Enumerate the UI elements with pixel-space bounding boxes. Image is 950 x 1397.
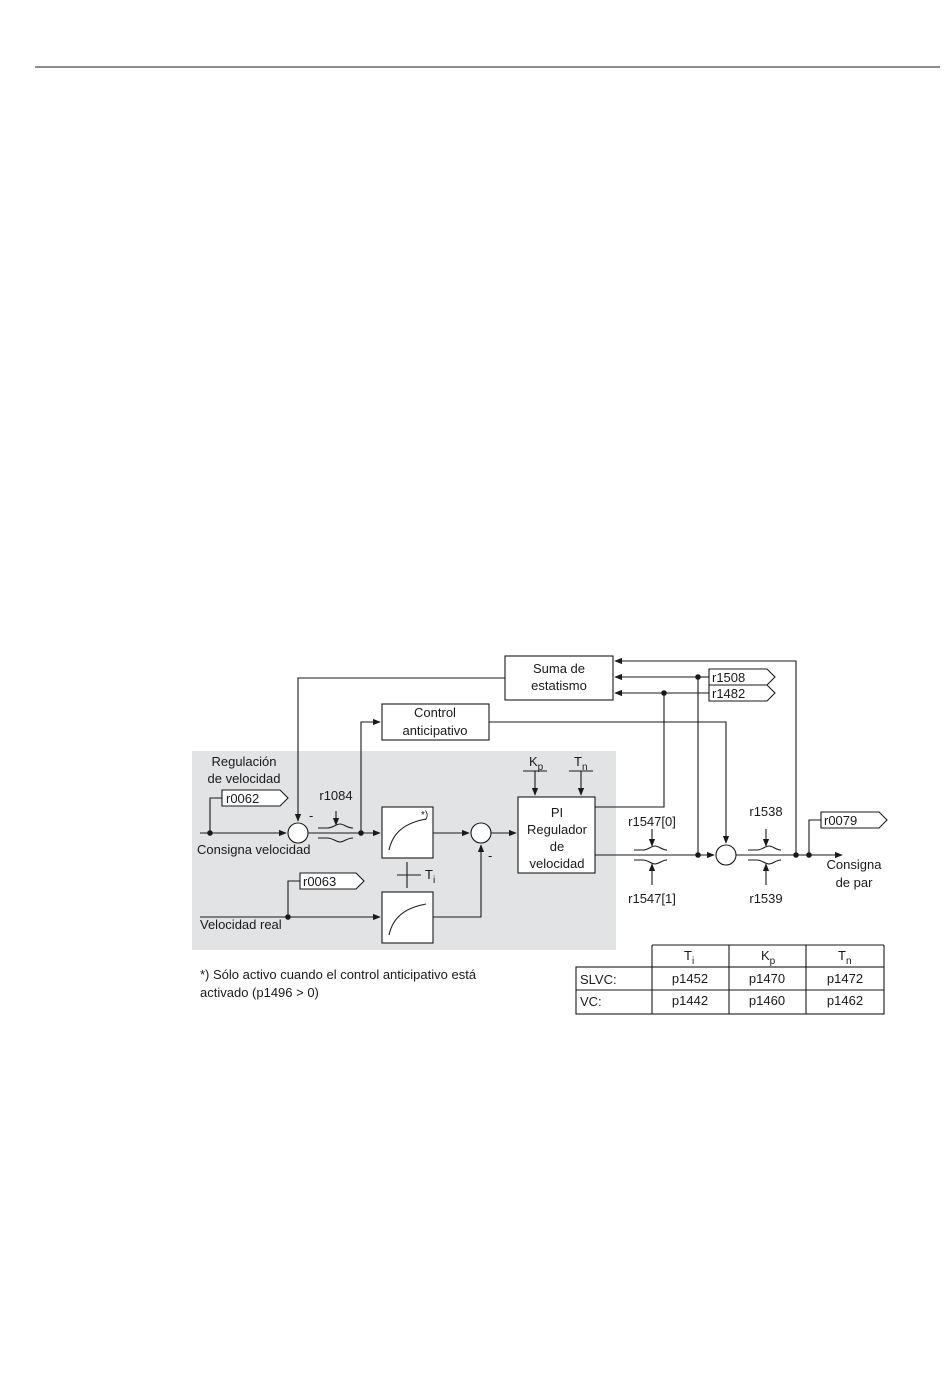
pi-label-1: PI bbox=[551, 805, 563, 820]
table-row-label: SLVC: bbox=[580, 972, 617, 987]
node-dot-r0079 bbox=[806, 852, 812, 858]
tag-r0062 bbox=[221, 789, 289, 807]
pi-controller-box bbox=[517, 796, 596, 874]
consigna-par-label-1: Consigna bbox=[827, 857, 883, 872]
filter-block-lower bbox=[381, 891, 434, 944]
control-anticipativo-box bbox=[381, 703, 490, 741]
pi-label-4: velocidad bbox=[530, 856, 585, 871]
table-cell: p1460 bbox=[749, 993, 785, 1008]
signal-r0079-tap bbox=[808, 819, 821, 855]
r1538-label: r1538 bbox=[749, 804, 782, 819]
tag-r0063-text: r0063 bbox=[303, 874, 336, 889]
tag-r1482-text: r1482 bbox=[712, 686, 745, 701]
table-row-label: VC: bbox=[580, 994, 602, 1009]
table-cell: p1470 bbox=[749, 971, 785, 986]
node-dot-r1482 bbox=[661, 690, 667, 696]
sum-junction-3 bbox=[715, 844, 737, 866]
minus-sign-j1: - bbox=[309, 808, 313, 823]
table-cell: p1442 bbox=[672, 993, 708, 1008]
table-cell: p1462 bbox=[827, 993, 863, 1008]
node-dot-feedforward bbox=[358, 830, 364, 836]
suma-label-2: estatismo bbox=[531, 678, 587, 693]
node-dot-velocidad bbox=[285, 914, 291, 920]
regulacion-label-1: Regulación bbox=[211, 754, 276, 769]
footnote-mark: *) bbox=[421, 810, 428, 821]
signal-control-j3 bbox=[489, 721, 730, 844]
tn-label: Tn bbox=[574, 754, 588, 773]
footnote-line-1: *) Sólo activo cuando el control anticip… bbox=[200, 967, 477, 982]
filter-curve-upper bbox=[388, 818, 427, 851]
table-header-kp: Kp bbox=[761, 948, 776, 967]
signal-r0063-tap bbox=[287, 880, 300, 917]
r1084-label: r1084 bbox=[319, 788, 352, 803]
tag-r0079-text: r0079 bbox=[824, 813, 857, 828]
table-header-tn: Tn bbox=[838, 948, 852, 967]
signal-to-control bbox=[360, 718, 381, 833]
node-dot-r1508-top bbox=[695, 674, 701, 680]
footnote-line-2: activado (p1496 > 0) bbox=[200, 985, 319, 1000]
signal-r1547-0 bbox=[595, 689, 665, 808]
tag-r0063 bbox=[299, 872, 365, 890]
sum-junction-2 bbox=[470, 822, 492, 844]
consigna-velocidad-label: Consigna velocidad bbox=[197, 842, 310, 857]
tag-r0079 bbox=[820, 811, 888, 829]
control-label-2: anticipativo bbox=[402, 723, 467, 738]
minus-sign-j2: - bbox=[488, 848, 492, 863]
node-dot-consigna bbox=[207, 830, 213, 836]
r1547-0-label: r1547[0] bbox=[628, 814, 676, 829]
signal-r0062-tap bbox=[209, 797, 222, 833]
signal-lower-filter-j2 bbox=[433, 844, 485, 918]
table-cell: p1452 bbox=[672, 971, 708, 986]
consigna-par-label-2: de par bbox=[836, 875, 874, 890]
suma-estatismo-box bbox=[504, 655, 614, 701]
filter-curve-lower bbox=[388, 903, 427, 936]
ti-label: Ti bbox=[425, 867, 435, 886]
tag-r0062-text: r0062 bbox=[226, 791, 259, 806]
node-dot-r1508 bbox=[695, 852, 701, 858]
r1539-label: r1539 bbox=[749, 891, 782, 906]
signal-output-feedback bbox=[614, 657, 797, 855]
pi-label-3: de bbox=[550, 839, 564, 854]
suma-label-1: Suma de bbox=[533, 661, 585, 676]
pi-label-2: Regulador bbox=[527, 822, 588, 837]
limiter-r1084 bbox=[318, 823, 354, 843]
control-label-1: Control bbox=[414, 705, 456, 720]
kp-label: Kp bbox=[529, 754, 544, 773]
table-cell: p1472 bbox=[827, 971, 863, 986]
tag-r1508-text: r1508 bbox=[712, 670, 745, 685]
signal-suma-feedback bbox=[294, 677, 505, 822]
r1547-1-label: r1547[1] bbox=[628, 891, 676, 906]
tag-r1508 bbox=[708, 668, 776, 686]
tag-r1482 bbox=[708, 684, 776, 702]
regulacion-label-2: de velocidad bbox=[208, 771, 281, 786]
sum-junction-1 bbox=[287, 822, 309, 844]
node-dot-output bbox=[793, 852, 799, 858]
table-header-ti: Ti bbox=[684, 948, 694, 967]
filter-block-upper bbox=[381, 806, 434, 859]
velocidad-real-label: Velocidad real bbox=[200, 917, 282, 932]
